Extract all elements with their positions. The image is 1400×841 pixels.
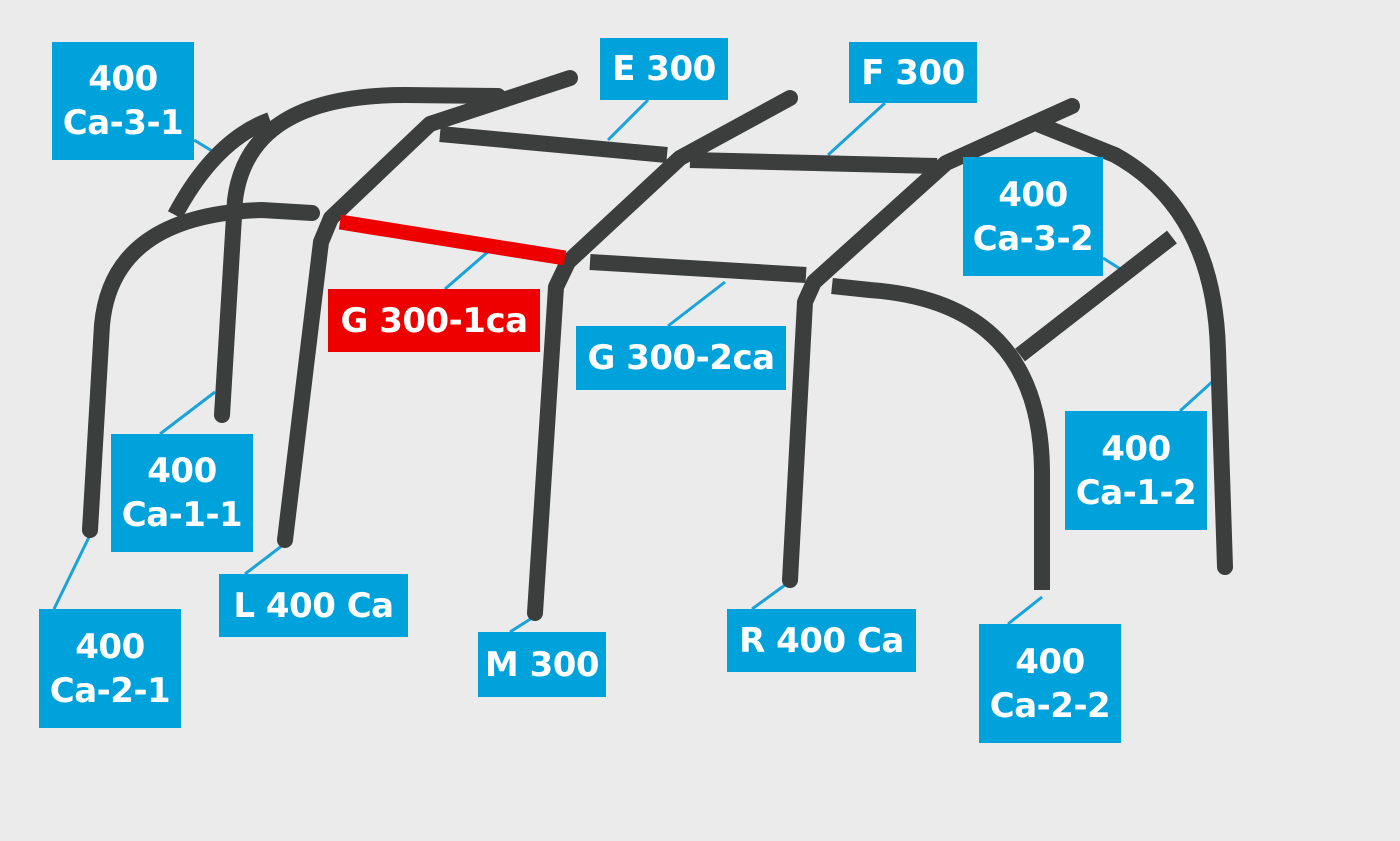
leader-ca11 [159, 390, 216, 436]
pole-ca21 [82, 202, 320, 538]
pole-e300 [439, 126, 668, 163]
leader-r400 [751, 583, 786, 611]
label-l-400-ca: L 400 Ca [219, 574, 408, 637]
leader-ca21 [52, 534, 92, 610]
label-line: Ca-3-2 [972, 218, 1094, 259]
label-line: Ca-2-1 [49, 670, 171, 711]
label-f-300: F 300 [849, 42, 977, 103]
leader-e300 [606, 98, 650, 142]
label-m-300: M 300 [478, 632, 606, 697]
pole-g300-1ca-highlighted [338, 214, 567, 266]
leader-ca12 [1178, 380, 1214, 413]
pole-ca31-ca11 [214, 87, 506, 423]
label-line: 400 [88, 59, 158, 99]
label-line: 400 [147, 451, 217, 491]
pole-ca31-outer [167, 112, 273, 219]
leader-l400 [244, 543, 284, 576]
label-line: M 300 [484, 644, 600, 685]
pole-m300 [527, 90, 798, 621]
label-line: 400 [1015, 641, 1085, 682]
pole-ca22 [831, 278, 1050, 590]
label-g-300-2ca: G 300-2ca [576, 326, 786, 390]
label-e-300: E 300 [600, 38, 728, 100]
label-line: R 400 Ca [739, 620, 904, 661]
pole-cross-beam [1015, 230, 1177, 362]
label-line: Ca-3-1 [62, 103, 184, 143]
pole-r400ca [782, 98, 1080, 588]
label-g-300-1ca-highlighted: G 300-1ca [328, 289, 540, 352]
leader-lines [52, 98, 1214, 634]
label-line: Ca-1-1 [121, 495, 243, 535]
label-line: Ca-2-2 [989, 685, 1111, 726]
label-line: 400 [75, 626, 145, 667]
label-line: Ca-1-2 [1075, 472, 1197, 513]
label-line: L 400 Ca [233, 585, 394, 626]
leader-ca22 [1007, 595, 1043, 626]
leader-g1ca [444, 248, 491, 291]
pole-g300-2ca [589, 254, 807, 283]
label-r-400-ca: R 400 Ca [727, 609, 916, 672]
label-line: G 300-2ca [587, 338, 775, 378]
leader-m300 [509, 616, 533, 634]
label-line: F 300 [861, 52, 965, 93]
label-line: 400 [1101, 428, 1171, 469]
label-line: G 300-1ca [340, 300, 528, 341]
pole-l400ca [277, 70, 578, 548]
leader-g2ca [667, 280, 726, 328]
pole-ca32-ca12 [1032, 117, 1233, 575]
label-line: E 300 [612, 49, 716, 89]
label-line: 400 [998, 174, 1068, 215]
leader-f300 [826, 101, 887, 157]
pole-f300 [689, 152, 938, 174]
